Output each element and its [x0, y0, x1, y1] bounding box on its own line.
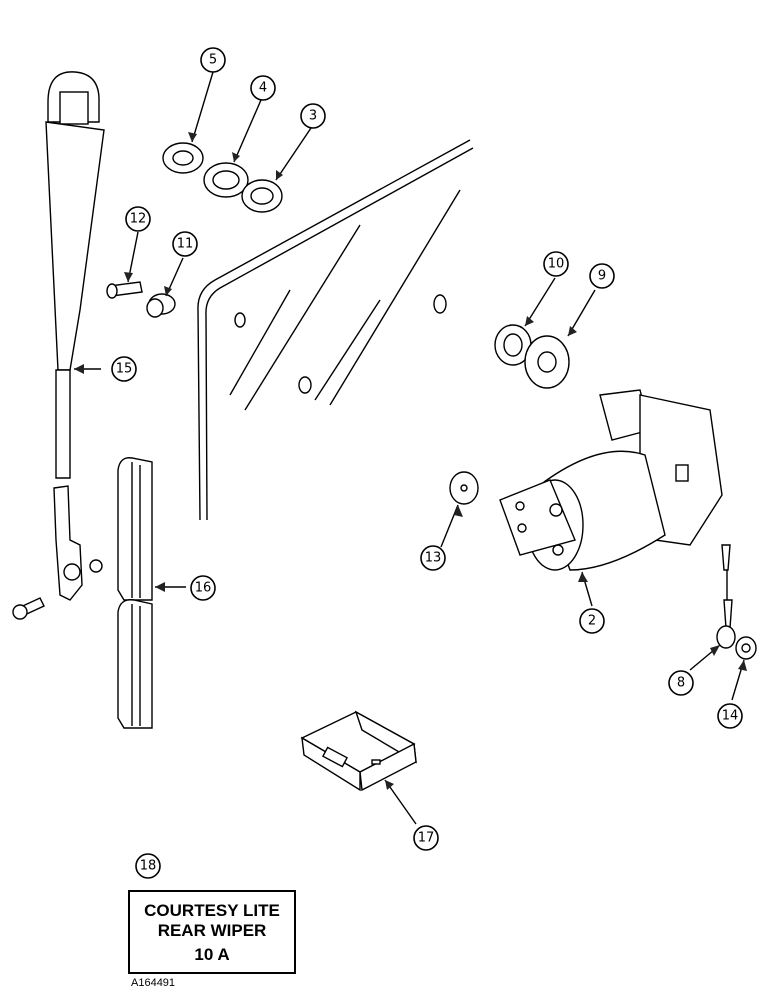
callout-15: 15	[111, 356, 137, 382]
svg-text:10: 10	[548, 257, 565, 272]
leader-arrowheads	[74, 132, 747, 790]
callout-12: 12	[125, 206, 151, 232]
svg-text:5: 5	[209, 53, 217, 68]
nut-14	[735, 636, 757, 660]
callout-3: 3	[300, 103, 326, 129]
callout-2: 2	[579, 608, 605, 634]
callout-9: 9	[589, 263, 615, 289]
screw-12	[106, 281, 143, 299]
svg-text:3: 3	[309, 109, 317, 124]
fuse-17	[300, 710, 417, 792]
washer-13	[449, 471, 479, 505]
svg-text:18: 18	[140, 859, 157, 874]
spacer-11	[146, 293, 176, 318]
fuse-label-decal: COURTESY LITE REAR WIPER 10 A	[128, 890, 296, 974]
svg-text:12: 12	[130, 212, 147, 227]
svg-text:9: 9	[598, 269, 606, 284]
wiper-motor	[499, 389, 723, 571]
rear-window-glass	[197, 139, 474, 521]
fuse-label-line-3: 10 A	[194, 945, 230, 964]
washer-3	[241, 179, 283, 213]
callout-14: 14	[717, 703, 743, 729]
svg-text:14: 14	[722, 709, 739, 724]
svg-text:11: 11	[177, 237, 194, 252]
svg-text:2: 2	[588, 614, 596, 629]
svg-text:16: 16	[195, 581, 212, 596]
callout-11: 11	[172, 231, 198, 257]
fuse-label-line-2: REAR WIPER	[157, 921, 267, 940]
svg-text:17: 17	[418, 831, 435, 846]
svg-text:13: 13	[425, 551, 442, 566]
svg-text:8: 8	[677, 676, 685, 691]
callout-17: 17	[413, 825, 439, 851]
washer-4	[203, 162, 249, 198]
callout-4: 4	[250, 75, 276, 101]
washer-9	[524, 335, 570, 389]
svg-text:15: 15	[116, 362, 133, 377]
nut-5	[162, 142, 204, 174]
callout-13: 13	[420, 545, 446, 571]
spacer-10	[494, 324, 532, 366]
fuse-label-line-1: COURTESY LITE	[144, 901, 280, 920]
callout-5: 5	[200, 47, 226, 73]
wiper-arm	[12, 71, 105, 620]
callout-8: 8	[668, 670, 694, 696]
reference-code: A164491	[131, 977, 176, 989]
wiper-blade	[117, 457, 153, 729]
svg-text:4: 4	[259, 81, 267, 96]
callout-18: 18	[135, 853, 161, 879]
callout-10: 10	[543, 251, 569, 277]
callout-16: 16	[190, 575, 216, 601]
wire-terminal-8	[716, 544, 736, 649]
